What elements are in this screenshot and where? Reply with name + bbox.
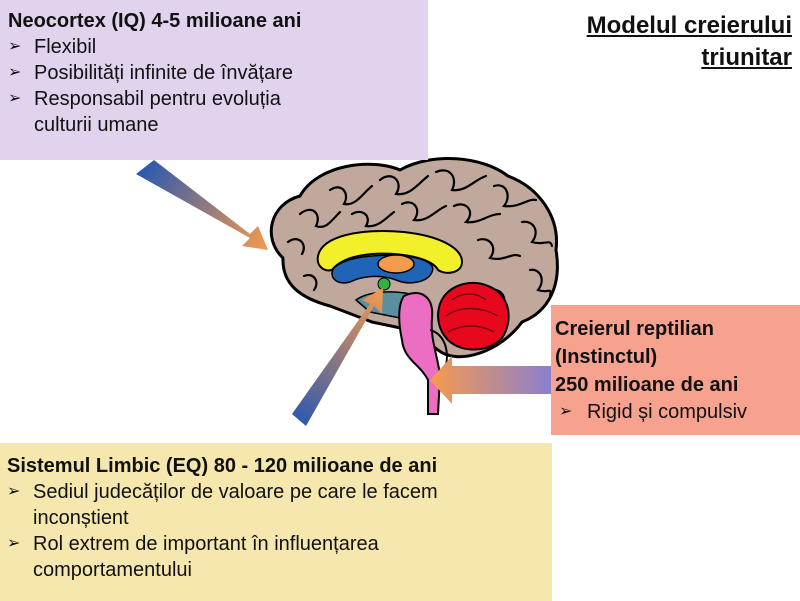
amygdala-dot [377, 277, 391, 291]
bullet-text: Responsabil pentru evoluția culturii uma… [34, 88, 281, 136]
bullet-text: Rol extrem de important în influențarea … [33, 533, 379, 581]
list-item: ➢ Rol extrem de important în influențarea… [7, 531, 552, 583]
thalamus [377, 254, 415, 274]
bullet-arrow-icon: ➢ [8, 64, 22, 81]
limbic-bullets: ➢ Sediul judecăților de valoare pe care l… [7, 479, 552, 583]
cortex-folds [286, 169, 554, 312]
neocortex-heading: Neocortex (IQ) 4-5 milioane ani [8, 10, 302, 32]
bullet-text: Posibilități infinite de învățare [34, 62, 294, 84]
bullet-arrow-icon: ➢ [559, 403, 573, 420]
bullet-arrow-icon: ➢ [7, 483, 21, 500]
brainstem [398, 291, 442, 415]
limbic-arrow [292, 288, 383, 426]
list-item: ➢ Sediul judecăților de valoare pe care l… [7, 479, 552, 531]
bullet-text: Sediul judecăților de valoare pe care le… [33, 481, 438, 529]
bullet-text: Rigid și compulsiv [587, 401, 748, 423]
bullet-arrow-icon: ➢ [8, 90, 22, 107]
reptilian-arrow [430, 356, 552, 404]
limbic-box: Sistemul Limbic (EQ) 80 - 120 milioane d… [0, 443, 552, 601]
neocortex-box: Neocortex (IQ) 4-5 milioane ani ➢ Flexibi… [0, 0, 428, 160]
reptilian-box: Creierul reptilian (Instinctul) 250 mili… [551, 305, 800, 435]
reptilian-heading: Creierul reptilian (Instinctul) 250 mili… [555, 318, 739, 396]
bullet-text: Flexibil [34, 36, 97, 58]
list-item: ➢ Responsabil pentru evoluția culturii um… [8, 86, 428, 138]
list-item: ➢ Rigid și compulsiv [555, 399, 800, 425]
bullet-arrow-icon: ➢ [8, 38, 22, 55]
neocortex-arrow [136, 160, 268, 250]
list-item: ➢ Flexibil [8, 34, 428, 60]
page-title: Modelul creierului triunitar [586, 12, 792, 71]
cerebellum [437, 281, 510, 351]
neocortex-bullets: ➢ Flexibil ➢ Posibilități infinite de învă… [8, 34, 428, 138]
limbic-heading: Sistemul Limbic (EQ) 80 - 120 milioane d… [7, 455, 438, 477]
list-item: ➢ Posibilități infinite de învățare [8, 60, 428, 86]
bullet-arrow-icon: ➢ [7, 535, 21, 552]
reptilian-bullets: ➢ Rigid și compulsiv [555, 399, 800, 425]
